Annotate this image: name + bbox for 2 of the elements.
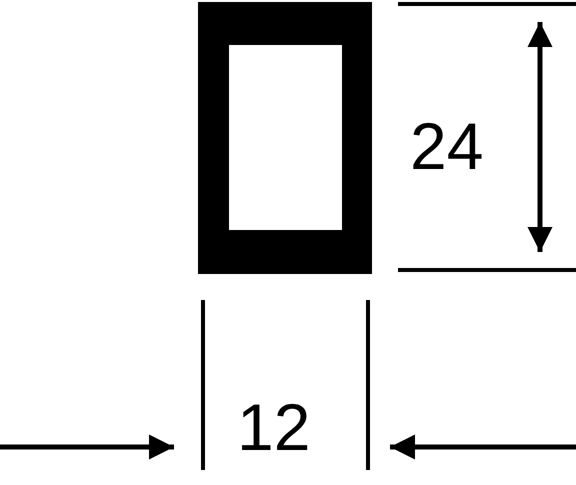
dimension-value: 24 xyxy=(410,113,484,179)
dimension-value: 12 xyxy=(237,394,310,460)
